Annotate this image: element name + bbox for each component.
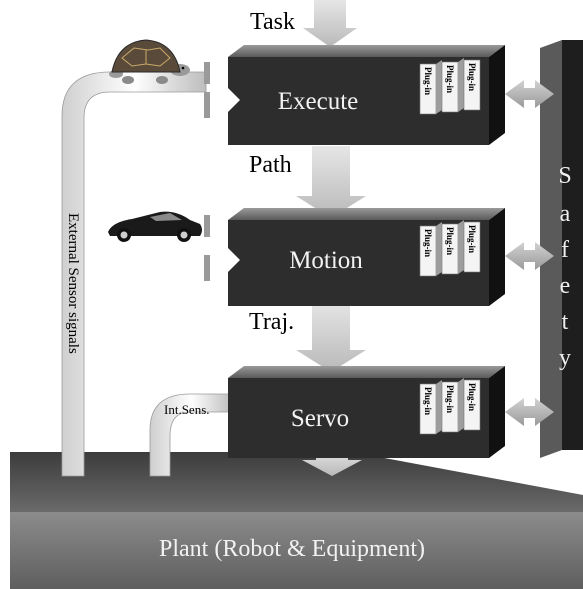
flow-label-path: Path (249, 152, 292, 178)
execute-block: Execute Plug-in Plug-in Plug-in (228, 45, 505, 145)
plant-label: Plant (Robot & Equipment) (159, 536, 425, 562)
plugin-card (463, 59, 481, 111)
sports-car-icon (108, 211, 202, 242)
servo-block: Servo Plug-in Plug-in Plug-in (228, 366, 505, 458)
motion-label: Motion (289, 247, 363, 274)
servo-plugins: Plug-in Plug-in Plug-in (419, 378, 481, 435)
internal-sensor-label: Int.Sens. (164, 402, 210, 417)
plugin-label: Plug-in (445, 65, 455, 93)
flow-label-task: Task (250, 9, 295, 35)
plugin-label: Plug-in (467, 63, 477, 91)
flow-arrow-task (303, 0, 357, 47)
safety-pillar: S a f e t y (540, 40, 583, 458)
plugin-label: Plug-in (423, 67, 433, 95)
safety-letter-t: t (562, 309, 569, 335)
execute-label: Execute (278, 88, 359, 115)
safety-arrow-execute (505, 80, 554, 108)
motion-plugins: Plug-in Plug-in Plug-in (419, 220, 481, 277)
plugin-label: Plug-in (445, 227, 455, 255)
plugin-label: Plug-in (423, 229, 433, 257)
plugin-card (463, 379, 481, 431)
execute-plugins: Plug-in Plug-in Plug-in (419, 58, 481, 115)
safety-letter-a: a (560, 201, 571, 227)
plugin-label: Plug-in (445, 385, 455, 413)
turtle-icon (109, 39, 190, 84)
plugin-label: Plug-in (467, 225, 477, 253)
flow-label-traj: Traj. (249, 309, 294, 335)
safety-letter-y: y (559, 345, 571, 371)
external-sensor-tube: External Sensor signals (61, 62, 210, 477)
motion-block: Motion Plug-in Plug-in Plug-in (228, 208, 505, 306)
plant-front-face (10, 512, 583, 589)
external-sensor-label: External Sensor signals (65, 213, 81, 354)
flow-arrow-path (296, 146, 366, 218)
safety-letter-s: S (558, 163, 571, 189)
safety-arrow-servo (505, 398, 554, 426)
plant-base: Plant (Robot & Equipment) (10, 452, 583, 589)
plugin-label: Plug-in (467, 383, 477, 411)
servo-label: Servo (291, 405, 349, 432)
safety-letter-f: f (561, 237, 569, 263)
plant-top-surface (10, 452, 583, 512)
plugin-card (463, 221, 481, 273)
safety-arrow-motion (505, 242, 554, 270)
flow-arrow-traj (296, 300, 366, 372)
safety-letter-e: e (560, 273, 571, 299)
plugin-label: Plug-in (423, 387, 433, 415)
